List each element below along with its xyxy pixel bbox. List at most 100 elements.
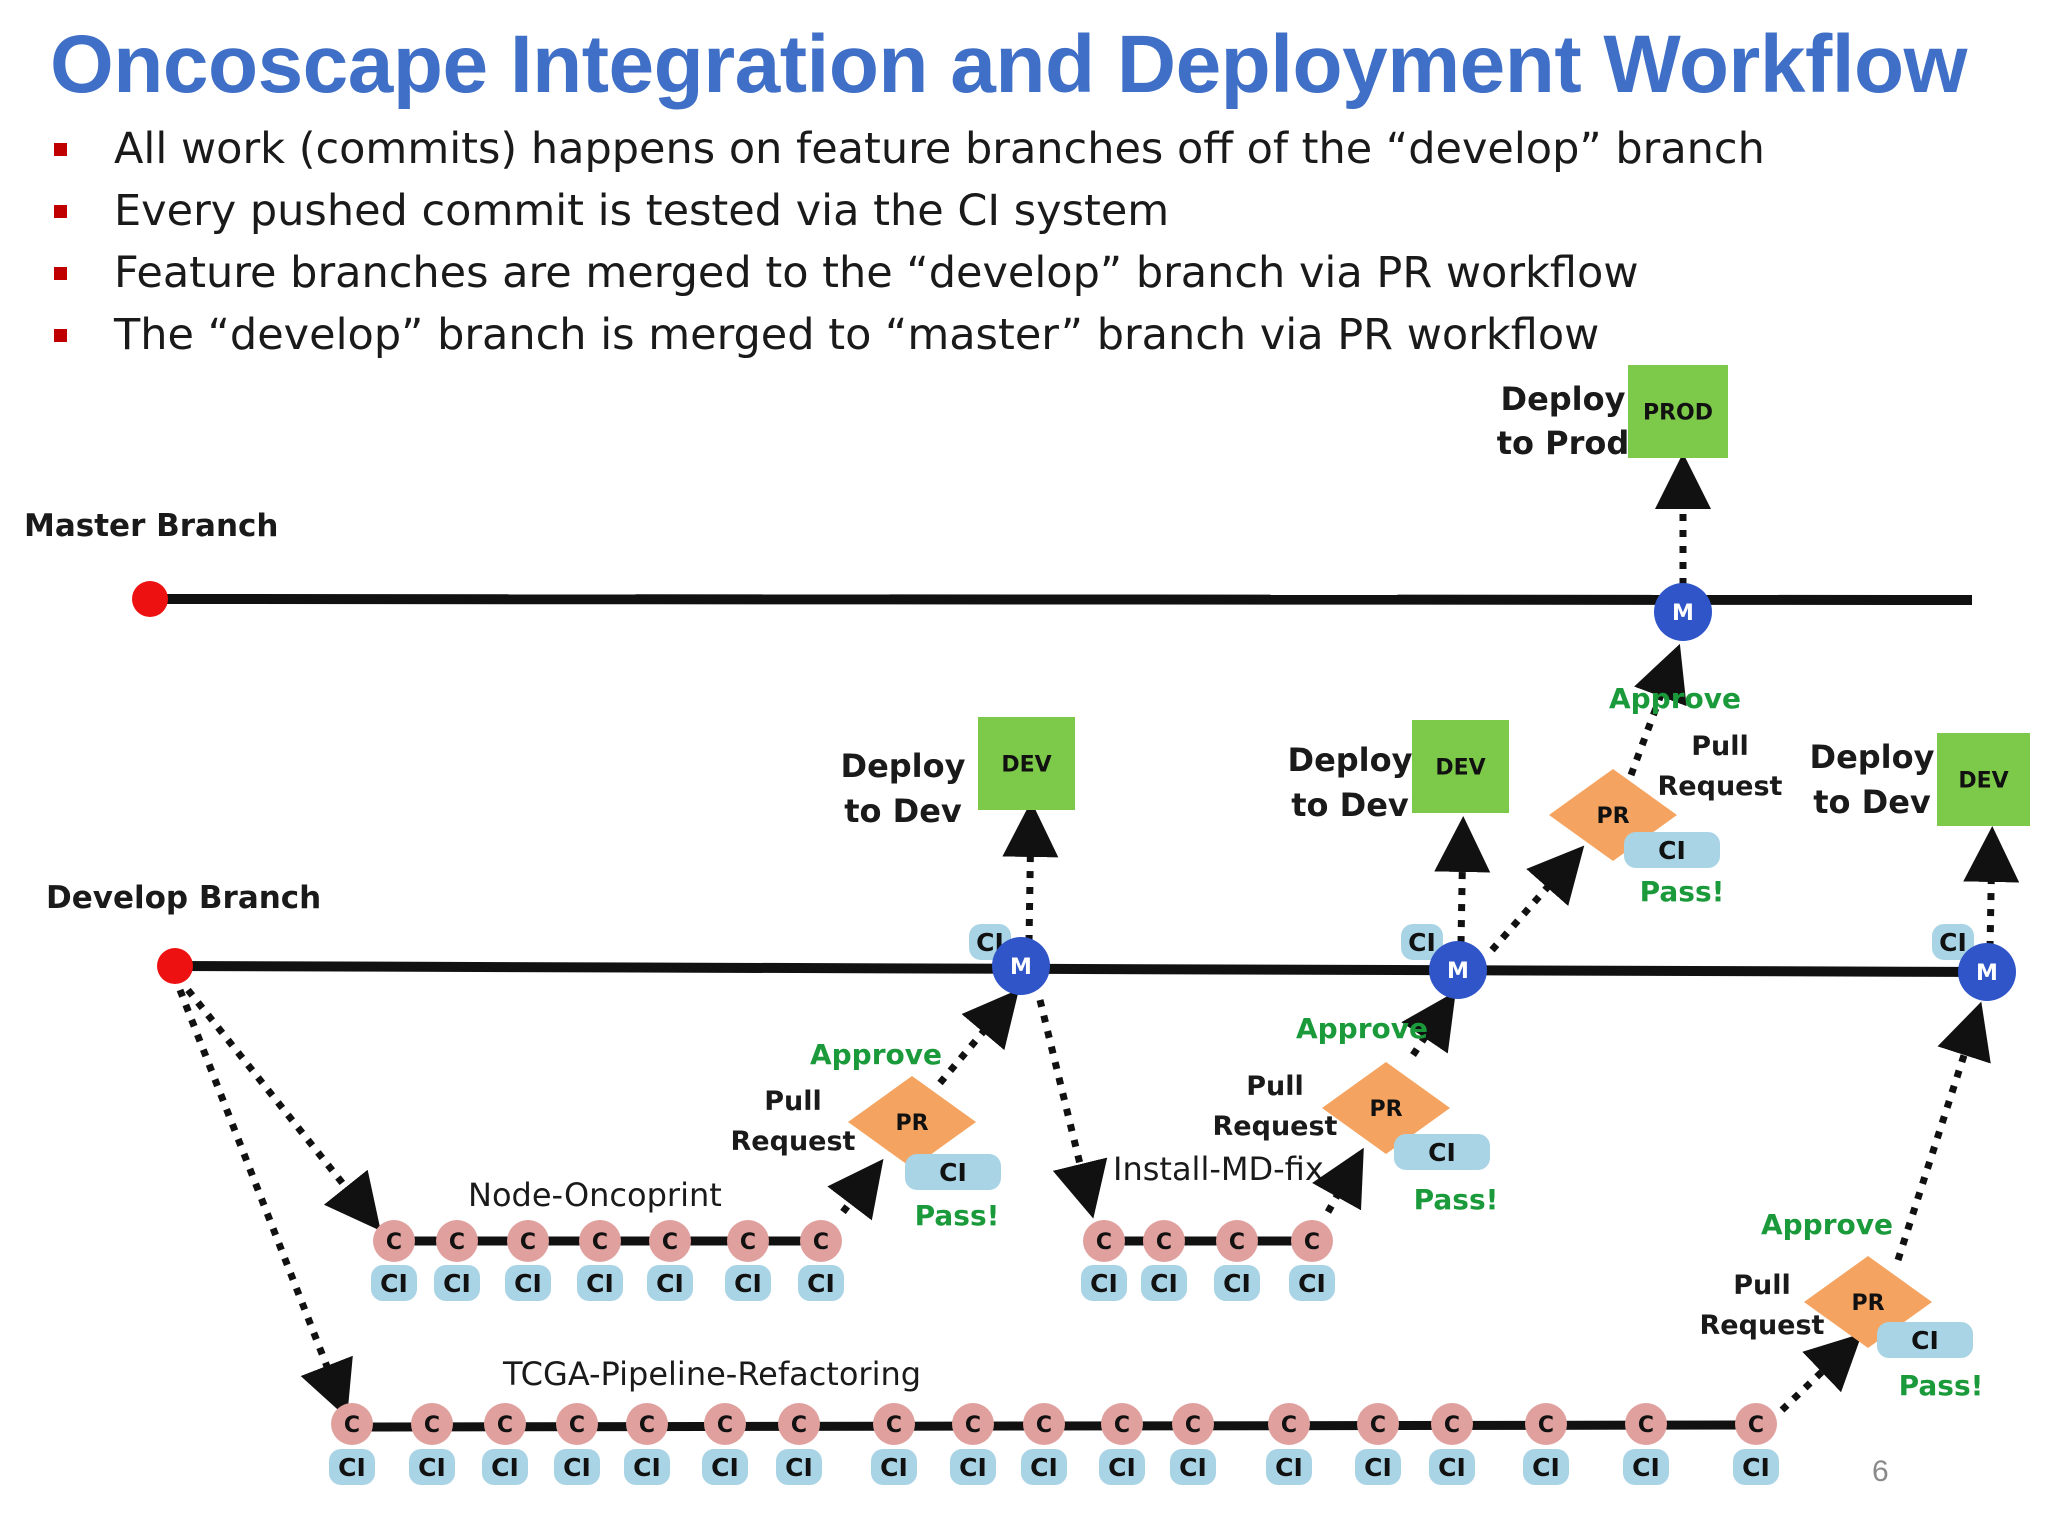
ci-badge (1141, 1265, 1187, 1301)
commit-node (484, 1403, 526, 1445)
commit-label: C (1638, 1413, 1654, 1438)
pass-label: Pass! (1640, 875, 1725, 908)
ci-badge (871, 1449, 917, 1485)
merge-node (1429, 941, 1487, 999)
pass-label: Pass! (1414, 1183, 1499, 1216)
ci-badge (1623, 1449, 1669, 1485)
deploy-target-label: to Prod (1497, 424, 1630, 462)
ci-badge (905, 1154, 1001, 1190)
commit-label: C (1444, 1413, 1460, 1438)
develop-branch-line (174, 961, 1996, 977)
ci-badge (1021, 1449, 1067, 1485)
ci-badge (1932, 924, 1974, 960)
commit-node (331, 1403, 373, 1445)
bullet-text: Feature branches are merged to the “deve… (114, 248, 1639, 298)
bullet-square-icon (54, 329, 67, 342)
bullet-text: The “develop” branch is merged to “maste… (114, 310, 1600, 360)
pr-diamond (1322, 1062, 1450, 1154)
ci-label: CI (1223, 1269, 1251, 1298)
ci-label: CI (586, 1269, 614, 1298)
commit-node (952, 1403, 994, 1445)
pr-arrow (827, 1158, 884, 1221)
feature-branch-name: TCGA-Pipeline-Refactoring (502, 1355, 921, 1393)
approve-label: Approve (1761, 1208, 1893, 1241)
commit-node (1625, 1403, 1667, 1445)
commit-label: C (1304, 1230, 1320, 1255)
pr-label: PR (1851, 1291, 1884, 1316)
merge-label: M (1447, 959, 1469, 984)
ci-label: CI (338, 1453, 366, 1482)
ci-badge (1394, 1134, 1490, 1170)
develop-branch-label: Develop Branch (46, 880, 321, 916)
commit-label: C (424, 1413, 440, 1438)
ci-badge (1523, 1449, 1569, 1485)
request-label: Request (1658, 771, 1783, 802)
page-number: 6 (1872, 1455, 1889, 1488)
request-label: Request (1213, 1111, 1338, 1142)
ci-badge (702, 1449, 748, 1485)
ci-label: CI (959, 1453, 987, 1482)
ci-label: CI (491, 1453, 519, 1482)
ci-label: CI (1150, 1269, 1178, 1298)
commit-node (1525, 1403, 1567, 1445)
commit-label: C (1114, 1413, 1130, 1438)
ci-badge (505, 1265, 551, 1301)
pr-arrow (1312, 1147, 1364, 1214)
ci-label: CI (1438, 1453, 1466, 1482)
workflow-arrows (176, 453, 2020, 1419)
pr-label: PR (895, 1111, 928, 1136)
ci-badge (1170, 1449, 1216, 1485)
bullet-square-icon (54, 143, 67, 156)
deploy-box-label: DEV (1958, 769, 2008, 794)
merge-label: M (1672, 601, 1694, 626)
commit-label: C (639, 1413, 655, 1438)
commit-label: C (662, 1230, 678, 1255)
ci-badge (1081, 1265, 1127, 1301)
deploy-arrow (1434, 816, 1491, 944)
deploy-label: Deploy (841, 747, 966, 785)
commit-node (626, 1403, 668, 1445)
ci-badge (776, 1449, 822, 1485)
bullet-list: All work (commits) happens on feature br… (52, 118, 1765, 366)
pull-label: Pull (1733, 1270, 1791, 1301)
bullet-text: Every pushed commit is tested via the CI… (114, 186, 1170, 236)
bullet-square-icon (54, 205, 67, 218)
deploy-arrow (1963, 826, 2020, 949)
commit-label: C (1370, 1413, 1386, 1438)
bullet-text: All work (commits) happens on feature br… (114, 124, 1765, 174)
ci-label: CI (514, 1269, 542, 1298)
master-branch-label: Master Branch (24, 508, 279, 544)
pr-diamond (848, 1076, 976, 1168)
merge-node (1654, 583, 1712, 641)
commit-node (1357, 1403, 1399, 1445)
ci-badge (1401, 924, 1443, 960)
pull-label: Pull (1691, 731, 1749, 762)
ci-badge (1733, 1449, 1779, 1485)
ci-label: CI (807, 1269, 835, 1298)
ci-label: CI (939, 1158, 967, 1187)
commit-label: C (1096, 1230, 1112, 1255)
ci-label: CI (1532, 1453, 1560, 1482)
ci-label: CI (785, 1453, 813, 1482)
ci-label: CI (1742, 1453, 1770, 1482)
deploy-box-label: DEV (1435, 756, 1485, 781)
branch-arrow (1036, 999, 1108, 1219)
ci-badge (1877, 1322, 1973, 1358)
ci-badge (577, 1265, 623, 1301)
request-label: Request (1700, 1310, 1825, 1341)
ci-badge (1099, 1449, 1145, 1485)
commit-label: C (569, 1413, 585, 1438)
commit-label: C (1156, 1230, 1172, 1255)
commit-label: C (386, 1230, 402, 1255)
ci-badge (329, 1449, 375, 1485)
ci-badge (1214, 1265, 1260, 1301)
commit-node (1172, 1403, 1214, 1445)
merge-label: M (1976, 961, 1998, 986)
ci-label: CI (880, 1453, 908, 1482)
deploy-box (1937, 733, 2030, 826)
request-label: Request (731, 1126, 856, 1157)
ci-label: CI (1108, 1453, 1136, 1482)
feature-branch-name: Node-Oncoprint (468, 1176, 722, 1214)
ci-badge (554, 1449, 600, 1485)
